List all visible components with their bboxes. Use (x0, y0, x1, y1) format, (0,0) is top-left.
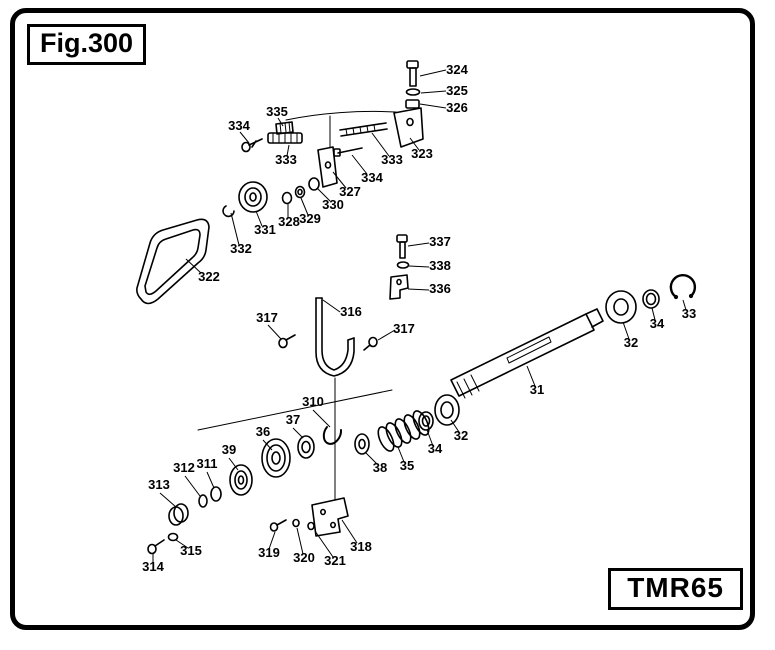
part-label: 321 (324, 553, 346, 568)
part-label: 312 (173, 460, 195, 475)
part-label: 311 (197, 456, 218, 471)
part-label: 324 (446, 62, 468, 77)
part-label: 323 (411, 146, 433, 161)
part-label: 322 (198, 269, 220, 284)
part-label: 34 (428, 441, 443, 456)
part-label: 38 (373, 460, 387, 475)
model-code: TMR65 (627, 572, 724, 603)
model-code-box: TMR65 (608, 568, 743, 610)
part-label: 36 (256, 424, 270, 439)
part-label: 320 (293, 550, 315, 565)
part-label: 329 (299, 211, 321, 226)
part-label: 335 (266, 104, 288, 119)
part-label: 333 (275, 152, 297, 167)
part-label: 310 (302, 394, 324, 409)
part-label: 35 (400, 458, 414, 473)
part-label: 34 (650, 316, 665, 331)
part-label: 313 (148, 477, 170, 492)
page-border (10, 8, 755, 630)
figure-title: Fig.300 (40, 28, 134, 58)
part-label: 334 (228, 118, 250, 133)
part-label: 37 (286, 412, 300, 427)
part-label: 317 (256, 310, 278, 325)
part-label: 31 (530, 382, 544, 397)
part-label: 331 (254, 222, 276, 237)
part-label: 336 (429, 281, 451, 296)
part-label: 327 (339, 184, 361, 199)
part-labels: 324 325 326 323 334 335 333 333 334 327 … (142, 62, 696, 574)
part-label: 32 (624, 335, 638, 350)
part-label: 314 (142, 559, 164, 574)
part-label: 39 (222, 442, 236, 457)
part-label: 333 (381, 152, 403, 167)
part-label: 338 (429, 258, 451, 273)
part-label: 317 (393, 321, 415, 336)
leader-lines (152, 69, 687, 563)
part-label: 316 (340, 304, 362, 319)
part-label: 33 (682, 306, 696, 321)
part-label: 32 (454, 428, 468, 443)
part-label: 326 (446, 100, 468, 115)
part-label: 325 (446, 83, 468, 98)
part-label: 337 (429, 234, 451, 249)
part-label: 332 (230, 241, 252, 256)
part-label: 330 (322, 197, 344, 212)
part-label: 318 (350, 539, 372, 554)
part-label: 334 (361, 170, 383, 185)
part-label: 315 (180, 543, 202, 558)
part-label: 328 (278, 214, 300, 229)
diagram-art (136, 60, 697, 555)
part-label: 319 (258, 545, 280, 560)
figure-title-box: Fig.300 (27, 24, 147, 65)
